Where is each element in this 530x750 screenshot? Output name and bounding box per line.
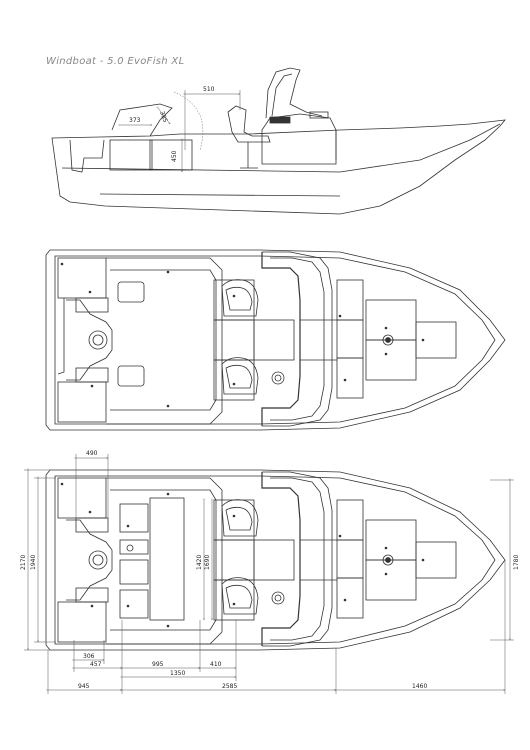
dim-1690: 1690: [204, 555, 211, 570]
dim-995: 995: [152, 661, 164, 668]
dimension-lines: [24, 454, 514, 694]
dim-1420: 1420: [196, 555, 203, 570]
dim-510: 510: [203, 86, 215, 93]
dim-373: 373: [129, 117, 141, 124]
dim-385: 385: [158, 110, 169, 123]
dim-1780: 1780: [513, 555, 520, 570]
dim-1460: 1460: [412, 683, 427, 690]
plan-bottom-markers: [60, 482, 425, 628]
dim-1940: 1940: [30, 555, 37, 570]
dim-410: 410: [210, 661, 222, 668]
drawing-title: Windboat - 5.0 EvoFish XL: [46, 56, 185, 67]
plan-view-top: [45, 249, 506, 431]
dim-945: 945: [78, 683, 90, 690]
plan-view-bottom: [45, 469, 506, 651]
dim-2170: 2170: [20, 555, 27, 570]
dim-306: 306: [83, 653, 95, 660]
dim-450: 450: [171, 150, 178, 162]
dim-490: 490: [86, 450, 98, 457]
side-view: [51, 67, 506, 215]
plan-top-markers: [60, 262, 425, 408]
dim-1350: 1350: [170, 670, 185, 677]
dim-2585: 2585: [222, 683, 237, 690]
dim-457: 457: [90, 661, 102, 668]
